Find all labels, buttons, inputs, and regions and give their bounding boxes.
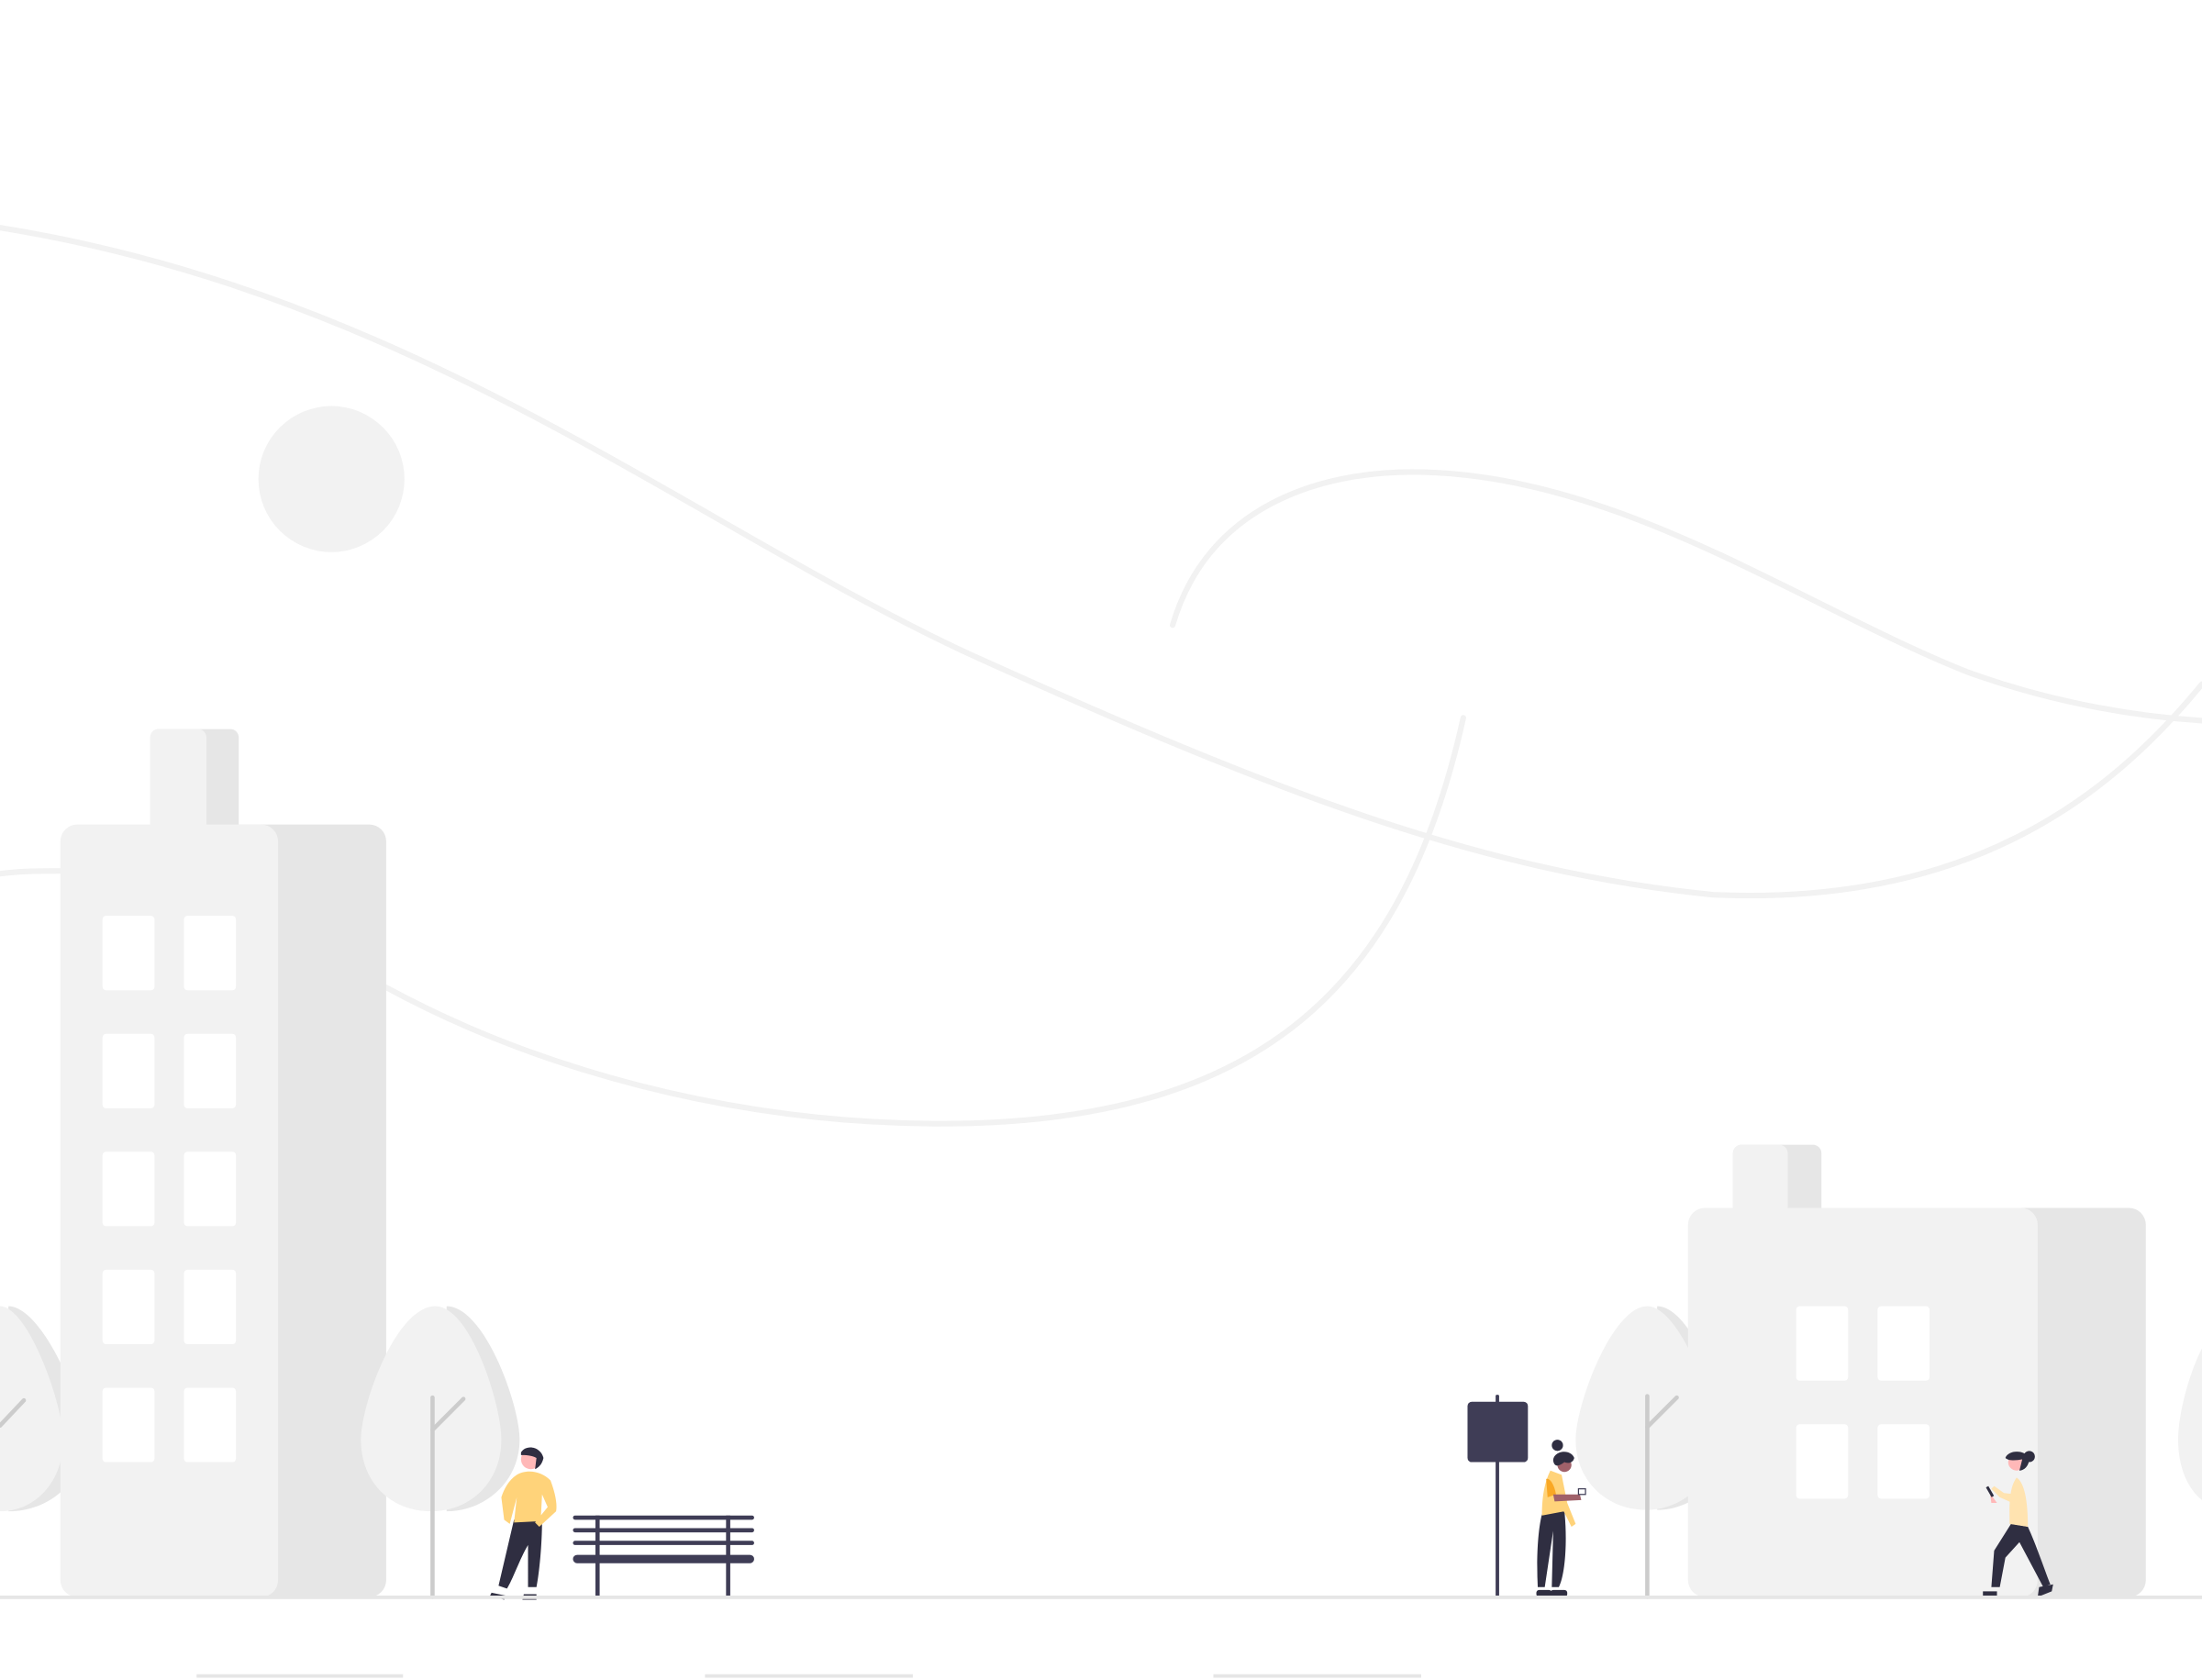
road-dash (705, 1674, 913, 1678)
window (102, 1269, 155, 1344)
curve-bottom (383, 715, 1466, 1127)
window (102, 1152, 155, 1227)
curve-long (0, 225, 2202, 899)
window (1877, 1424, 1930, 1499)
building-right (1687, 1144, 2146, 1597)
road-dash (1213, 1674, 1421, 1678)
window (102, 916, 155, 991)
street-sign (1467, 1395, 1529, 1597)
building-left (60, 729, 386, 1597)
road-dash (196, 1674, 404, 1678)
window (1796, 1424, 1849, 1499)
sun (258, 406, 405, 552)
decorative-curves (0, 225, 2202, 1127)
window (184, 916, 237, 991)
tree-middle (361, 1306, 520, 1599)
window (184, 1269, 237, 1344)
person-woman-phone-left (1536, 1440, 1586, 1597)
window (102, 1033, 155, 1108)
window (102, 1387, 155, 1463)
window (184, 1033, 237, 1108)
tree-right-edge (2177, 1348, 2202, 1500)
curve-left-stub (0, 868, 63, 877)
window (1796, 1306, 1849, 1381)
windows (102, 916, 237, 1463)
bench (573, 1515, 754, 1597)
windows (1796, 1306, 1930, 1499)
window (1877, 1306, 1930, 1381)
window (184, 1152, 237, 1227)
curve-right (1170, 469, 2202, 724)
window (184, 1387, 237, 1463)
ground-line (0, 1595, 2202, 1599)
